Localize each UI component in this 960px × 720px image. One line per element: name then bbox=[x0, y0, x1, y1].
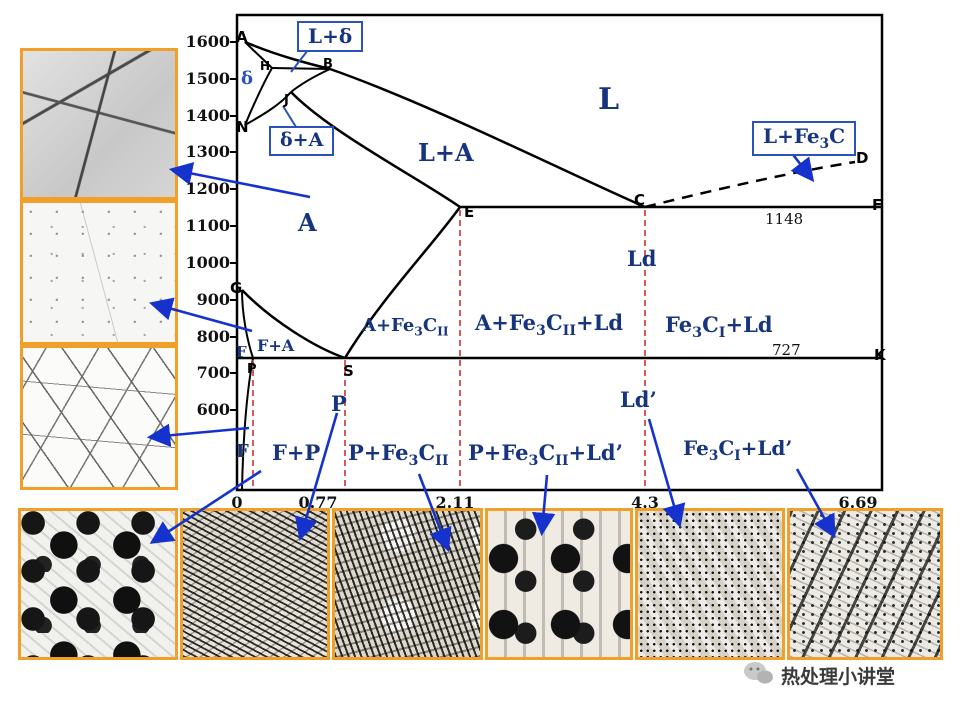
phase-boundary-lines bbox=[237, 40, 882, 491]
y-tick-1400: 1400 bbox=[185, 106, 230, 125]
region-f-plus-a: F+A bbox=[257, 336, 295, 355]
y-tick-1200: 1200 bbox=[185, 179, 230, 198]
leader-delta-a bbox=[282, 105, 297, 128]
pointer-arrows bbox=[146, 151, 836, 552]
callout-leader-lines bbox=[282, 49, 309, 128]
region-fe3c1-ld: Fe3CI+Ld bbox=[665, 312, 773, 342]
y-tick-600: 600 bbox=[196, 400, 230, 419]
region-f-low: F bbox=[236, 441, 249, 462]
point-a: A bbox=[236, 28, 248, 46]
region-delta: δ bbox=[241, 68, 254, 89]
y-tick-800: 800 bbox=[196, 327, 230, 346]
jb-line bbox=[290, 68, 331, 93]
liquidus-line bbox=[244, 40, 646, 209]
cd-dashed-line bbox=[644, 160, 856, 209]
point-e: E bbox=[464, 203, 475, 221]
watermark: 热处理小讲堂 bbox=[742, 660, 895, 690]
pq-line bbox=[241, 357, 254, 491]
point-n: N bbox=[236, 118, 249, 136]
region-a-fe3c2: A+Fe3CII bbox=[362, 315, 449, 339]
region-f-mid: F bbox=[236, 343, 247, 361]
y-tick-1500: 1500 bbox=[185, 69, 230, 88]
region-p-fe3c2: P+Fe3CII bbox=[348, 440, 449, 470]
x-tick-0p77: 0.77 bbox=[298, 493, 338, 512]
x-tick-0: 0 bbox=[231, 493, 243, 512]
micrograph-left-bottom bbox=[20, 345, 178, 490]
micrograph-left-top bbox=[20, 48, 178, 200]
callout-l-delta: L+δ bbox=[297, 21, 364, 52]
micrograph-bottom-3 bbox=[332, 508, 483, 660]
region-ld: Ld bbox=[627, 246, 657, 271]
region-f-plus-p: F+P bbox=[272, 440, 321, 465]
label-pearlite-p: P bbox=[331, 391, 347, 416]
point-d: D bbox=[856, 149, 869, 167]
micrograph-bottom-5 bbox=[635, 508, 785, 660]
region-ld-prime: Ld’ bbox=[620, 387, 657, 412]
region-liquid: L bbox=[598, 82, 620, 117]
micrograph-bottom-6 bbox=[787, 508, 943, 660]
region-l-plus-a: L+A bbox=[418, 138, 474, 167]
micrograph-bottom-4 bbox=[485, 508, 633, 660]
leader-l-delta bbox=[290, 49, 309, 73]
callout-l-fe3c: L+Fe3C bbox=[752, 121, 857, 156]
micrograph-bottom-1 bbox=[18, 508, 178, 660]
point-h: H bbox=[260, 59, 271, 73]
x-tick-4p3: 4.3 bbox=[631, 493, 659, 512]
region-fe3c1-ldp: Fe3CI+Ld’ bbox=[683, 436, 793, 464]
y-tick-1100: 1100 bbox=[185, 216, 230, 235]
hb-peritectic-line bbox=[271, 67, 331, 70]
micrograph-left-middle bbox=[20, 200, 178, 345]
y-tick-1000: 1000 bbox=[185, 253, 230, 272]
watermark-text: 热处理小讲堂 bbox=[781, 665, 896, 688]
point-k: K bbox=[874, 346, 886, 364]
point-j: J bbox=[284, 93, 289, 108]
watermark-logo-icon bbox=[742, 660, 774, 690]
y-tick-1600: 1600 bbox=[185, 32, 230, 51]
point-p: P bbox=[247, 362, 257, 377]
point-c: C bbox=[634, 191, 646, 209]
x-tick-6p69: 6.69 bbox=[838, 493, 878, 512]
temp-1148-label: 1148 bbox=[765, 210, 804, 228]
y-tick-900: 900 bbox=[196, 290, 230, 309]
point-g: G bbox=[230, 279, 243, 297]
point-b: B bbox=[323, 57, 333, 72]
region-p-fe3c2-ldp: P+Fe3CII+Ld’ bbox=[468, 440, 623, 470]
point-f: F bbox=[872, 196, 883, 214]
x-tick-2p11: 2.11 bbox=[435, 493, 475, 512]
region-a-fe3c2-ld: A+Fe3CII+Ld bbox=[475, 310, 624, 340]
point-s: S bbox=[343, 362, 354, 380]
callout-delta-a: δ+A bbox=[269, 126, 335, 156]
micrograph-bottom-2 bbox=[180, 508, 330, 660]
region-austenite: A bbox=[298, 208, 317, 237]
temp-727-label: 727 bbox=[772, 341, 801, 359]
plot-frame bbox=[235, 13, 884, 492]
y-tick-1300: 1300 bbox=[185, 142, 230, 161]
y-tick-700: 700 bbox=[196, 363, 230, 382]
